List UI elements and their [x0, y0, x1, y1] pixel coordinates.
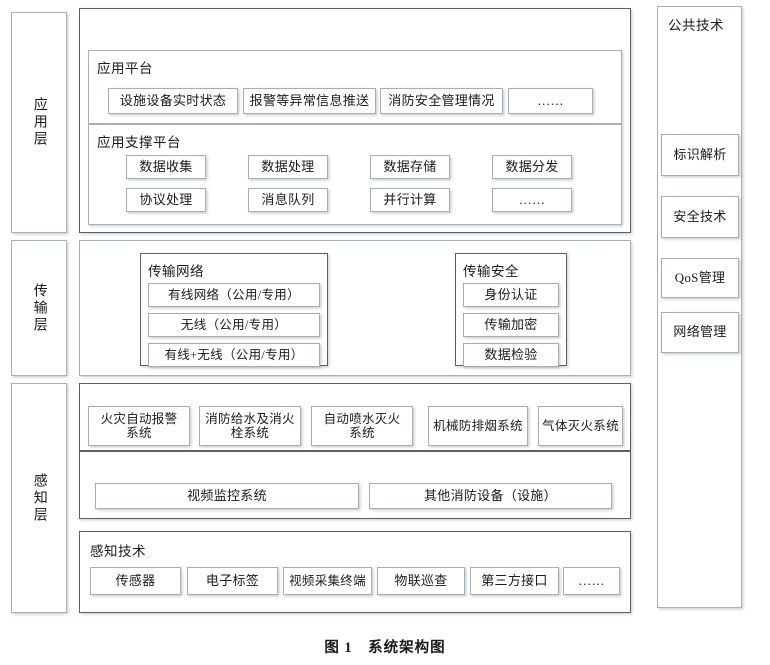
support-platform-item-3[interactable]: 数据分发	[492, 155, 572, 179]
sensing-tech-title: 感知技术	[90, 544, 146, 559]
public-technology-panel	[657, 6, 742, 608]
support-platform-item-1[interactable]: 数据处理	[248, 155, 328, 179]
support-platform-item-7[interactable]: ……	[492, 188, 572, 212]
figure-caption: 图 1 系统架构图	[324, 640, 446, 656]
app-platform-item-0[interactable]: 设施设备实时状态	[108, 88, 238, 114]
support-platform-item-2[interactable]: 数据存储	[370, 155, 450, 179]
perception-system-0[interactable]: 火灾自动报警 系统	[88, 406, 190, 446]
layer-label-perception: 感知层	[11, 383, 67, 613]
support-platform-item-6[interactable]: 并行计算	[370, 188, 450, 212]
perception-system-2[interactable]: 自动喷水灭火 系统	[311, 406, 413, 446]
perception-system-3[interactable]: 机械防排烟系统	[428, 406, 528, 446]
sensing-tech-item-0[interactable]: 传感器	[90, 567, 181, 595]
transmission-security-title: 传输安全	[463, 264, 519, 279]
support-platform-item-0[interactable]: 数据收集	[126, 155, 206, 179]
support-platform-item-4[interactable]: 协议处理	[126, 188, 206, 212]
perception-wide-item-1[interactable]: 其他消防设备（设施）	[369, 483, 612, 509]
sensing-tech-item-4[interactable]: 第三方接口	[470, 567, 559, 595]
public-technology-item-2[interactable]: QoS管理	[661, 258, 739, 298]
transmission-network-item-1[interactable]: 无线（公用/专用）	[148, 313, 320, 337]
layer-label-transmission-text: 传输层	[31, 282, 47, 334]
layer-label-application: 应用层	[11, 12, 67, 233]
perception-wide-item-0[interactable]: 视频监控系统	[95, 483, 359, 509]
sensing-tech-item-2[interactable]: 视频采集终端	[283, 567, 372, 595]
sensing-tech-item-5[interactable]: ……	[563, 567, 620, 595]
sensing-tech-item-1[interactable]: 电子标签	[187, 567, 278, 595]
public-technology-item-3[interactable]: 网络管理	[661, 312, 739, 353]
transmission-security-item-1[interactable]: 传输加密	[463, 313, 559, 337]
app-platform-item-2[interactable]: 消防安全管理情况	[380, 88, 503, 114]
public-technology-item-0[interactable]: 标识解析	[661, 134, 739, 176]
public-technology-title: 公共技术	[668, 18, 724, 33]
app-support-platform-title: 应用支撑平台	[97, 135, 181, 150]
perception-system-4[interactable]: 气体灭火系统	[538, 406, 623, 446]
transmission-network-item-0[interactable]: 有线网络（公用/专用）	[148, 283, 320, 307]
transmission-security-item-0[interactable]: 身份认证	[463, 283, 559, 307]
transmission-network-title: 传输网络	[148, 264, 204, 279]
layer-label-perception-text: 感知层	[31, 472, 47, 524]
app-platform-item-3[interactable]: ……	[508, 88, 593, 114]
public-technology-item-1[interactable]: 安全技术	[661, 196, 739, 238]
app-platform-title: 应用平台	[97, 61, 153, 76]
transmission-security-item-2[interactable]: 数据检验	[463, 343, 559, 367]
sensing-tech-item-3[interactable]: 物联巡查	[377, 567, 465, 595]
support-platform-item-5[interactable]: 消息队列	[248, 188, 328, 212]
layer-label-transmission: 传输层	[11, 240, 67, 376]
layer-label-application-text: 应用层	[31, 97, 47, 148]
perception-system-1[interactable]: 消防给水及消火 栓系统	[199, 406, 301, 446]
transmission-network-item-2[interactable]: 有线+无线（公用/专用）	[148, 343, 320, 367]
app-platform-item-1[interactable]: 报警等异常信息推送	[243, 88, 376, 114]
